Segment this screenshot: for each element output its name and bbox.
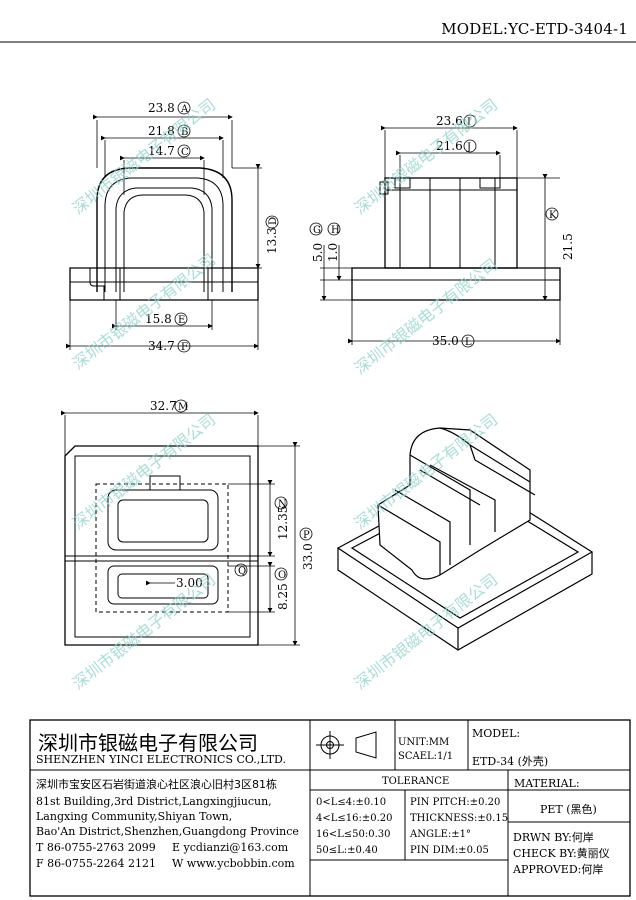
dim-C: 14.7 [148, 144, 175, 158]
dim-A: 23.8 [148, 101, 175, 115]
front-dim-labels: 23.8 A 21.8 B 14.7 C 13.3 D 15.8 E 34.7 … [145, 101, 279, 353]
material-value: PET (黑色) [540, 803, 597, 816]
tolerance-pin-dim: PIN DIM:±0.05 [410, 845, 489, 856]
address-en-2: Langxing Community,Shiyan Town, [36, 810, 233, 823]
tolerance-thickness: THICKNESS:±0.15 [410, 813, 509, 824]
dim-E: 15.8 [145, 312, 172, 326]
svg-text:A: A [180, 104, 189, 115]
dim-M: 32.7 [150, 399, 177, 413]
top-dimensions [61, 410, 300, 646]
svg-text:L: L [465, 337, 472, 348]
dim-N: 12.35 [276, 506, 290, 540]
svg-text:B: B [181, 127, 188, 138]
dim-P: 33.0 [301, 543, 315, 570]
email: E ycdianzi@163.com [172, 841, 289, 854]
svg-text:F: F [181, 342, 188, 353]
svg-text:G: G [313, 225, 321, 236]
dim-O: 8.25 [276, 583, 290, 610]
dim-G: 5.0 [311, 243, 325, 262]
dim-3-00: 3.00 [176, 576, 203, 590]
tolerance-row-1: 0<L≤4:±0.10 [316, 797, 387, 808]
dim-B: 21.8 [148, 124, 175, 138]
material-label: MATERIAL: [514, 777, 580, 790]
dim-D: 13.3 [265, 227, 279, 254]
dim-K: 21.5 [561, 233, 575, 260]
model-value: ETD-34 (外壳) [472, 755, 549, 768]
tolerance-pin-pitch: PIN PITCH:±0.20 [410, 797, 501, 808]
website: W www.ycbobbin.com [172, 857, 295, 870]
model-label: MODEL: [472, 727, 521, 740]
dim-I: 23.6 [436, 114, 463, 128]
scale-label: SCAEL:1/1 [398, 751, 454, 762]
svg-text:深圳市银磁电子有限公司: 深圳市银磁电子有限公司 [69, 570, 219, 693]
tolerance-row-2: 4<L≤16:±0.20 [316, 813, 393, 824]
side-view [351, 177, 561, 301]
svg-text:深圳市银磁电子有限公司: 深圳市银磁电子有限公司 [69, 410, 219, 533]
dim-H: 1.0 [326, 243, 340, 262]
svg-text:Q: Q [238, 566, 246, 577]
svg-text:H: H [331, 225, 340, 236]
dim-J: 21.6 [436, 139, 463, 153]
check-by: CHECK BY:黄丽仪 [513, 847, 610, 860]
svg-text:O: O [278, 570, 286, 581]
svg-text:C: C [181, 147, 189, 158]
model-title: MODEL:YC-ETD-3404-1 [441, 20, 628, 38]
svg-text:N: N [278, 499, 287, 510]
svg-text:深圳市银磁电子有限公司: 深圳市银磁电子有限公司 [69, 95, 219, 218]
dim-F: 34.7 [148, 339, 175, 353]
top-view [64, 445, 259, 646]
address-en-1: 81st Building,3rd District,Langxingjiucu… [36, 795, 272, 808]
top-dim-labels: 32.7 M 12.35 N 33.0 P 3.00 8.25 O Q [150, 399, 315, 610]
drawn-by: DRWN BY:何岸 [513, 831, 594, 844]
svg-text:D: D [268, 217, 279, 225]
tolerance-angle: ANGLE:±1° [410, 829, 472, 840]
unit-label: UNIT:MM [398, 737, 450, 748]
tolerance-title: TOLERANCE [382, 776, 450, 787]
tolerance-row-3: 16<L≤50:0.30 [316, 829, 391, 840]
svg-text:E: E [178, 315, 185, 326]
side-dimensions [320, 125, 561, 345]
svg-text:深圳市银磁电子有限公司: 深圳市银磁电子有限公司 [351, 95, 501, 218]
fax: F 86-0755-2264 2121 [36, 857, 157, 870]
svg-text:K: K [549, 210, 557, 221]
address-en-3: Bao'An District,Shenzhen,Guangdong Provi… [36, 825, 299, 838]
address-cn: 深圳市宝安区石岩街道浪心社区浪心旧村3区81栋 [36, 778, 277, 791]
dim-L: 35.0 [432, 334, 459, 348]
front-dimensions [66, 114, 262, 350]
svg-text:J: J [466, 142, 471, 153]
approved-by: APPROVED:何岸 [513, 863, 604, 876]
svg-text:深圳市银磁电子有限公司: 深圳市银磁电子有限公司 [351, 255, 501, 378]
title-block-lines [29, 719, 631, 897]
svg-text:P: P [303, 530, 310, 541]
svg-text:M: M [178, 402, 188, 413]
isometric-view [336, 427, 594, 651]
company-name-en: SHENZHEN YINCI ELECTRONICS CO.,LTD. [36, 753, 286, 766]
tel: T 86-0755-2763 2099 [36, 841, 156, 854]
tolerance-row-4: 50≤L:±0.40 [316, 845, 378, 856]
svg-text:I: I [467, 117, 471, 128]
side-dim-labels: 5.0 G 1.0 H 23.6 I 21.6 J 21.5 K 35.0 L [309, 114, 575, 348]
company-name-cn: 深圳市银磁电子有限公司 [38, 731, 258, 755]
